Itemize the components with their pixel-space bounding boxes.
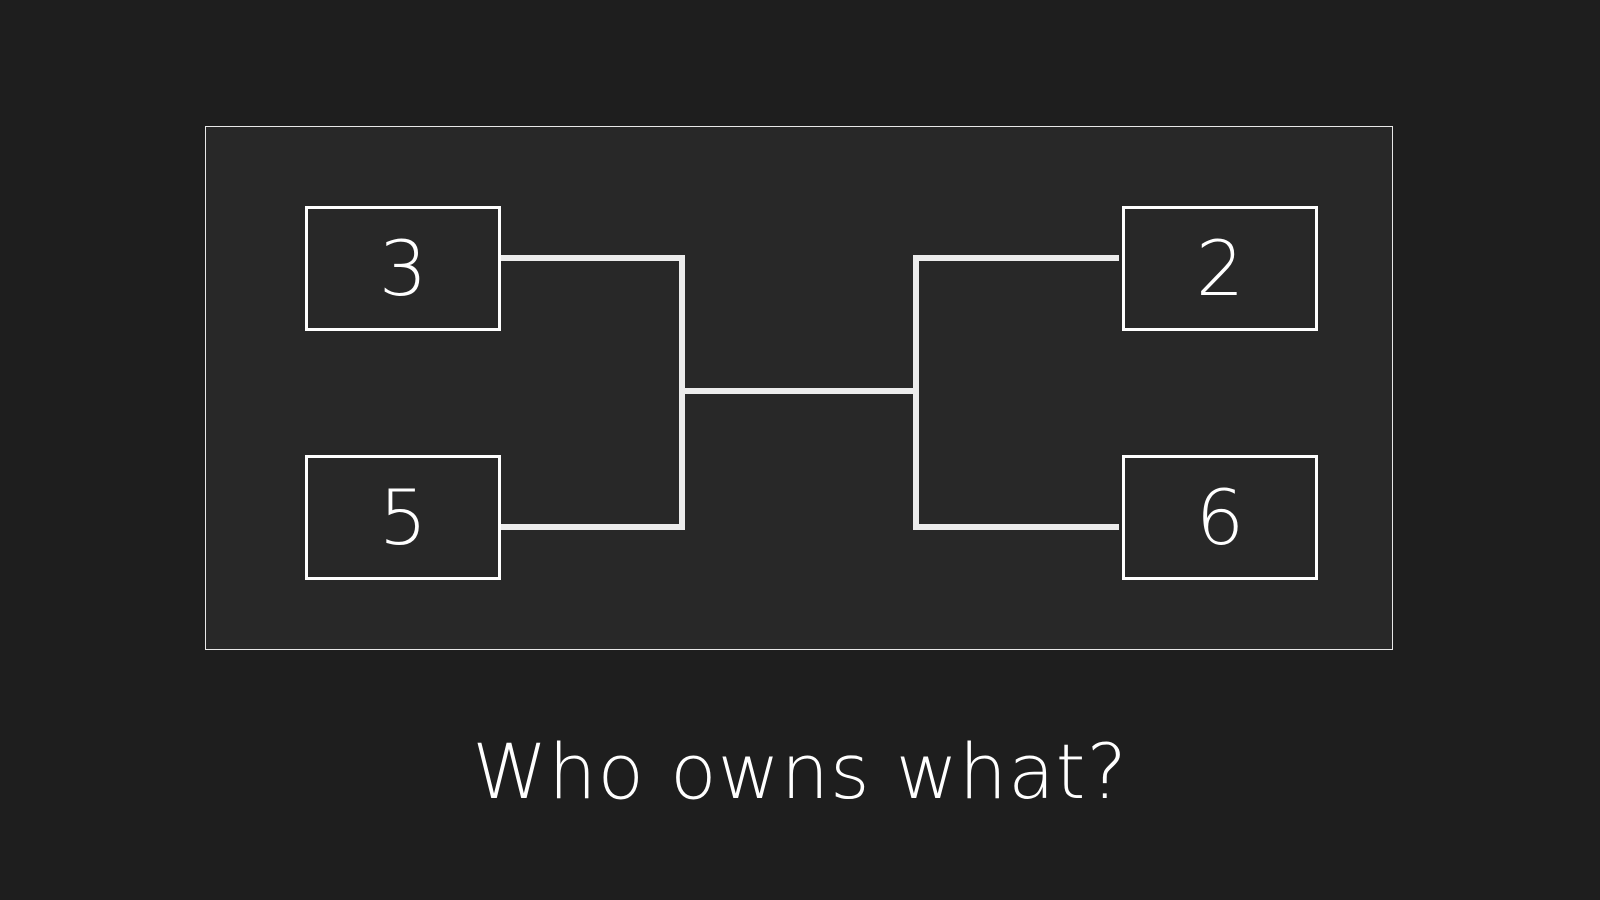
node-top-left: 3: [305, 206, 501, 331]
connector-bottom-left: [501, 391, 685, 530]
node-label: 3: [378, 223, 428, 313]
node-label: 6: [1195, 472, 1245, 562]
caption: Who owns what?: [472, 727, 1128, 816]
node-bottom-left: 5: [305, 455, 501, 580]
node-bottom-right: 6: [1122, 455, 1318, 580]
connector-bottom-right: [913, 391, 1119, 530]
node-label: 5: [378, 472, 428, 562]
node-label: 2: [1195, 223, 1245, 313]
connector-top-left: [501, 255, 685, 391]
node-top-right: 2: [1122, 206, 1318, 331]
connector-top-right: [913, 255, 1119, 391]
